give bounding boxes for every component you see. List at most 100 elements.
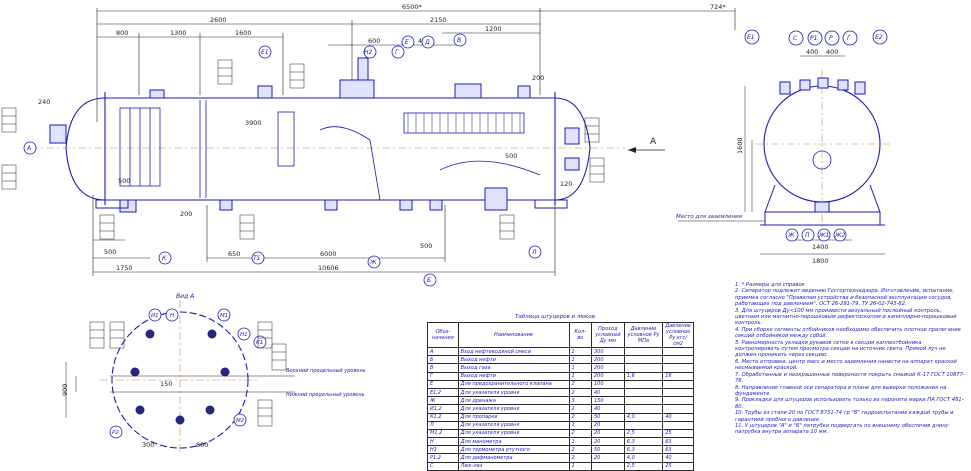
table-cell: Для указателя уровня bbox=[457, 420, 570, 430]
table-cell: 2 bbox=[568, 412, 592, 422]
table-cell: 25 bbox=[662, 428, 694, 439]
table-cell: Г bbox=[427, 371, 459, 381]
table-cell: С bbox=[427, 461, 459, 471]
callout-t1: Т1 bbox=[253, 255, 260, 262]
side-dim-400a: 400 bbox=[806, 48, 818, 56]
table-cell: 200 bbox=[591, 371, 625, 381]
table-cell: Люк-лаз bbox=[457, 461, 570, 471]
table-cell: 2 bbox=[568, 404, 592, 414]
table-cell: 1,6 bbox=[623, 371, 664, 381]
table-cell: Для указателя уровня bbox=[457, 404, 570, 414]
table-cell: Для пропарки bbox=[457, 412, 570, 422]
table-cell: Для указателя уровня bbox=[457, 387, 570, 398]
table-cell: Е bbox=[427, 379, 459, 389]
main-view: 6500* 724* 2600 2150 1200 800 1300 1600 … bbox=[1, 3, 736, 287]
side-callout-s: С bbox=[793, 35, 798, 42]
table-cell: 63 bbox=[662, 437, 694, 447]
table-cell: 300 bbox=[591, 346, 625, 357]
table-cell: 25 bbox=[662, 461, 694, 471]
dim-500-right: 500 bbox=[505, 152, 517, 160]
callout-k: К bbox=[162, 255, 167, 262]
header-pn-kgf: Давление условное Ру кгс/см2 bbox=[662, 322, 694, 348]
table-cell: Для манометра bbox=[457, 437, 570, 447]
dim-2150: 2150 bbox=[430, 16, 447, 24]
view-a: Вид А Верхний предельный уровень Нижний … bbox=[61, 293, 366, 455]
table-cell: Н1 bbox=[427, 445, 459, 455]
table-cell bbox=[662, 404, 694, 414]
view-a-callout-n: Н bbox=[170, 313, 174, 319]
dim-724: 724* bbox=[710, 3, 726, 11]
note-item: 8. Направление главной оси сепаратора в … bbox=[735, 384, 949, 397]
dim-1750: 1750 bbox=[116, 264, 133, 272]
table-cell: 2 bbox=[568, 453, 592, 463]
table-cell bbox=[623, 420, 664, 430]
side-dim-400b: 400 bbox=[826, 48, 838, 56]
table-cell: 1 bbox=[568, 363, 592, 373]
side-view: Е1 С Р1 Р Г Е2 Ж П Ж1 Ж2 400 400 1600 14… bbox=[676, 29, 890, 265]
table-cell bbox=[662, 420, 694, 430]
table-cell: 1 bbox=[568, 355, 592, 365]
side-dim-1400: 1400 bbox=[812, 243, 829, 251]
dim-800: 800 bbox=[116, 29, 128, 37]
note-item: 7. Обработанные и неокрашенные поверхнос… bbox=[735, 371, 965, 385]
note-item: 1. * Размеры для справок bbox=[735, 282, 805, 288]
table-cell: Н bbox=[427, 437, 459, 447]
view-a-dim-300: 300 bbox=[142, 441, 154, 449]
note-item: 2. Сепаратор подлежит ведению Госгортехн… bbox=[735, 288, 956, 308]
dim-10606: 10606 bbox=[318, 264, 339, 272]
side-callout-p: П bbox=[805, 232, 810, 239]
dim-200: 200 bbox=[180, 210, 192, 218]
table-cell: Е1,2 bbox=[427, 387, 459, 398]
table-cell: Выход газа bbox=[457, 363, 570, 373]
header-name: Наименование bbox=[457, 322, 570, 348]
side-callout-zh1: Ж1 bbox=[818, 232, 829, 239]
callout-v: В bbox=[457, 37, 461, 44]
table-cell bbox=[662, 346, 694, 357]
table-cell: 40 bbox=[591, 387, 625, 398]
table-cell: Для указателя уровня bbox=[457, 428, 570, 439]
dim-120: 120 bbox=[560, 180, 572, 188]
table-cell: Б bbox=[427, 355, 459, 365]
dim-200-right: 200 bbox=[532, 74, 544, 82]
ground-label: Место для заземления bbox=[676, 214, 743, 220]
dim-3900: 3900 bbox=[245, 119, 262, 127]
table-cell: М1,2 bbox=[427, 428, 459, 439]
side-callout-r: Р bbox=[829, 35, 833, 42]
nozzle-table-header-row: Обоз-начения Наименование Кол-во Проход … bbox=[427, 322, 694, 348]
table-cell: А bbox=[427, 346, 459, 357]
table-cell: Для термометра ртутного bbox=[457, 445, 570, 455]
table-cell: Выход нефти bbox=[457, 355, 570, 365]
callout-n2: Н2 bbox=[364, 49, 373, 56]
dim-6000: 6000 bbox=[320, 250, 337, 258]
table-cell bbox=[662, 387, 694, 398]
table-cell: 50 bbox=[591, 412, 625, 422]
table-cell: 1 bbox=[568, 346, 592, 357]
side-callout-g: Г bbox=[847, 35, 851, 42]
callout-l: Л bbox=[531, 249, 537, 256]
table-cell: И1,2 bbox=[427, 404, 459, 414]
table-cell: Л bbox=[427, 420, 459, 430]
table-cell: 6,3 bbox=[623, 445, 664, 455]
table-cell: 2,5 bbox=[623, 428, 664, 439]
table-cell: 200 bbox=[591, 355, 625, 365]
table-cell: 150 bbox=[591, 396, 625, 406]
nozzle-table-title: Таблица штуцеров и люков bbox=[515, 314, 595, 320]
table-cell: 100 bbox=[591, 379, 625, 389]
table-cell: Выход нефти bbox=[457, 371, 570, 381]
dim-2600: 2600 bbox=[210, 16, 227, 24]
note-item: 9. Прокладки для штуцеров использовать т… bbox=[735, 397, 964, 410]
table-cell: 1 bbox=[568, 420, 592, 430]
table-cell bbox=[662, 379, 694, 389]
header-pn-mpa: Давление условное Ру МПа bbox=[623, 322, 664, 348]
dim-500-left: 500 bbox=[118, 177, 130, 185]
table-cell bbox=[662, 355, 694, 365]
callout-b: Б bbox=[427, 277, 431, 284]
table-cell: 2 bbox=[568, 379, 592, 389]
